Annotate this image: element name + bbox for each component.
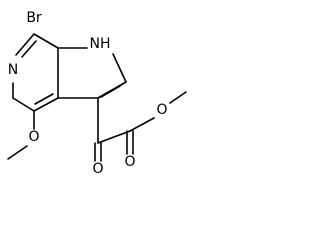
bond-c4-c3a-inner [34, 93, 54, 105]
bond-c7-n6-inner [21, 40, 37, 58]
bond-c2-c3-inner [100, 85, 121, 98]
bromine-atom-label: Br [26, 10, 42, 26]
bond-n1-c2 [112, 53, 127, 83]
bond-o-ester-methyl [169, 91, 187, 104]
bond-o-methyl [7, 145, 28, 160]
atom-labels: Br N NH O O O O [8, 10, 168, 177]
bond-c4-c3a [33, 97, 59, 112]
molecule-structure-diagram: Br N NH O O O O [7, 10, 187, 177]
bond-c8-c9 [97, 130, 131, 144]
ester-oxygen-label: O [156, 102, 167, 118]
ketone-oxygen-label: O [92, 161, 103, 177]
bond-lines [7, 33, 187, 162]
methoxy-oxygen-label: O [28, 129, 39, 145]
ester-carbonyl-oxygen-label: O [124, 154, 135, 170]
pyridine-nitrogen-label: N [8, 62, 18, 78]
bond-c7-n6 [15, 33, 35, 56]
bond-c7-c7a [33, 33, 59, 49]
bond-c9-o-ester [129, 117, 155, 132]
bond-c5-c4 [12, 97, 35, 112]
pyrrole-nh-label: NH [90, 36, 111, 52]
